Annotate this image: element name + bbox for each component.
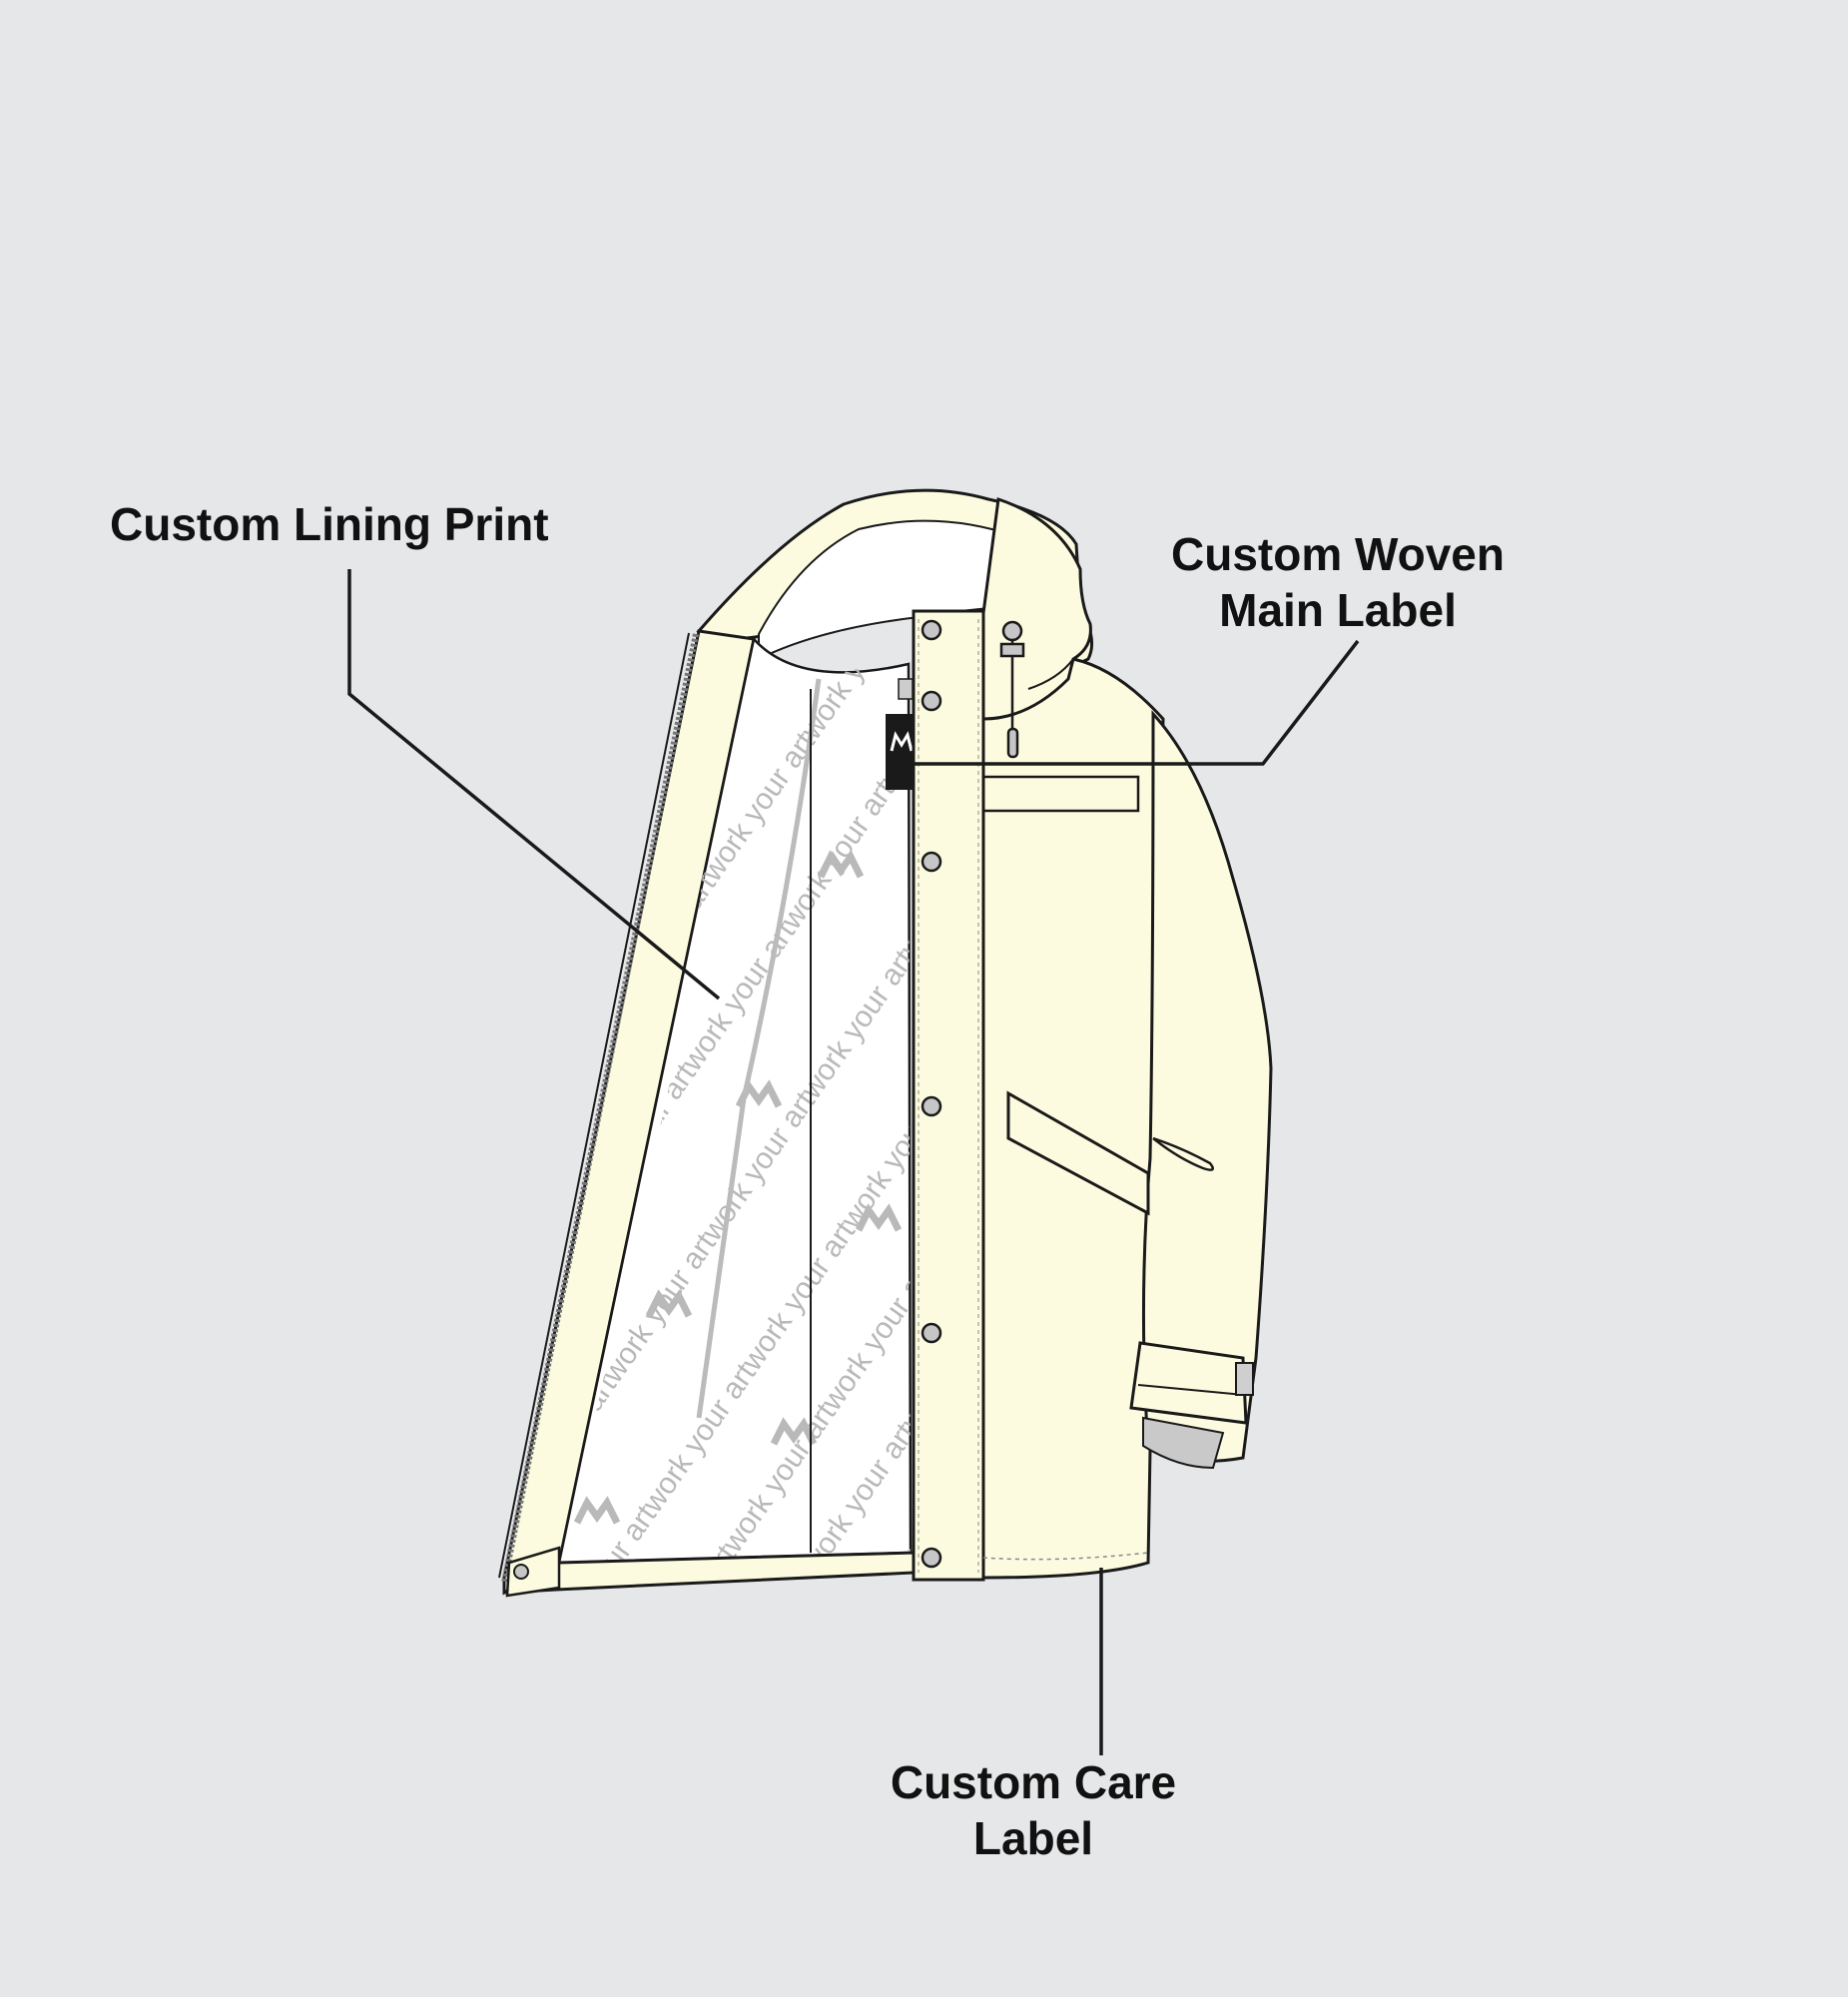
leader-line-lining-print [347,569,721,1000]
hood-right [981,497,1092,721]
callout-woven-line1: Custom Woven [1171,528,1505,580]
callout-care-line1: Custom Care [890,1756,1177,1808]
sleeve-inner-cuff [1142,1416,1225,1470]
hem-snap [513,1564,529,1580]
leader-line-woven-label [911,639,1360,766]
cuff-tab [1235,1362,1254,1396]
zipper [501,633,699,1584]
sleeve [1141,710,1273,1463]
callout-lining-print: Custom Lining Print [110,496,549,552]
yoke-seam [983,775,1140,813]
callout-lining-print-text: Custom Lining Print [110,498,549,550]
front-placket [912,609,985,1582]
lining-logo-marks [573,850,903,1525]
callout-woven-line2: Main Label [1219,584,1457,636]
sleeve-cuff [1129,1341,1248,1425]
pocket-flap [1006,1090,1150,1216]
callout-woven-main-label: Custom Woven Main Label [1138,526,1538,638]
placket-snaps [921,619,942,1569]
callout-care-line2: Label [972,1812,1094,1864]
drawcord-toggle [999,620,1025,759]
callout-care-label: Custom Care Label [854,1754,1213,1866]
